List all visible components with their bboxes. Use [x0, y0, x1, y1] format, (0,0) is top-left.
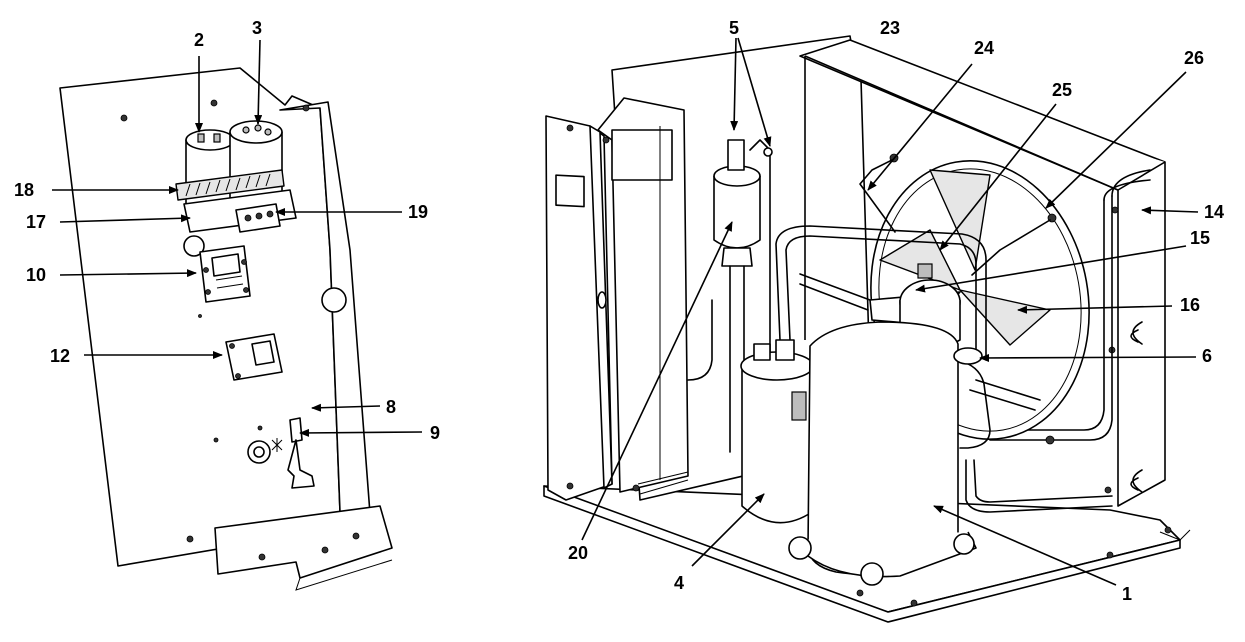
- screw: [1104, 486, 1112, 494]
- knockout-hole: [321, 287, 347, 313]
- callout-10: 10: [26, 265, 46, 285]
- compressor-front: [788, 321, 977, 586]
- callout-4: 4: [674, 573, 684, 593]
- screw: [258, 553, 266, 561]
- screw: [302, 104, 310, 112]
- discharge-line: [957, 359, 991, 449]
- service-valve: [953, 347, 983, 365]
- capacitor-strap: [175, 169, 285, 201]
- callout-2: 2: [194, 30, 204, 50]
- callout-6: 6: [1202, 346, 1212, 366]
- callout-23: 23: [880, 18, 900, 38]
- callout-24: 24: [974, 38, 994, 58]
- callout-9: 9: [430, 423, 440, 443]
- callout-25: 25: [1052, 80, 1072, 100]
- screw: [910, 599, 918, 607]
- pressure-control: [213, 417, 315, 489]
- screw: [566, 482, 574, 490]
- start-relay: [225, 333, 283, 381]
- screw: [632, 484, 640, 492]
- callout-19: 19: [408, 202, 428, 222]
- callout-14: 14: [1204, 202, 1224, 222]
- screw: [856, 589, 864, 597]
- electrical-panel: [59, 67, 393, 591]
- screw: [602, 136, 610, 144]
- screw: [566, 124, 574, 132]
- callout-20: 20: [568, 543, 588, 563]
- contactor: [199, 245, 251, 303]
- screw: [321, 546, 329, 554]
- callout-17: 17: [26, 212, 46, 232]
- callout-12: 12: [50, 346, 70, 366]
- screw: [352, 532, 360, 540]
- screw: [210, 99, 218, 107]
- leader-lines: [52, 37, 1199, 586]
- callout-16: 16: [1180, 295, 1200, 315]
- callout-26: 26: [1184, 48, 1204, 68]
- suction-line: [785, 235, 977, 361]
- callout-15: 15: [1190, 228, 1210, 248]
- condensing-unit: [543, 35, 1191, 623]
- panel-label: [555, 174, 585, 208]
- screw: [1111, 206, 1119, 214]
- callout-3: 3: [252, 18, 262, 38]
- callout-labels: 2 3 18 17 19 10 12 8 9 5 23 24 25 26 14 …: [14, 18, 1224, 604]
- callout-5: 5: [729, 18, 739, 38]
- screw: [1106, 551, 1114, 559]
- screw: [186, 535, 194, 543]
- compressor-back: [740, 339, 814, 524]
- callout-18: 18: [14, 180, 34, 200]
- knockout-hole: [183, 235, 205, 257]
- terminal-block: [235, 203, 281, 233]
- fan-bracket: [971, 219, 1051, 276]
- callout-8: 8: [386, 397, 396, 417]
- screw: [120, 114, 128, 122]
- screw: [1164, 526, 1172, 534]
- fan-bracket: [859, 159, 896, 233]
- callout-1: 1: [1122, 584, 1132, 604]
- partition-label: [611, 129, 673, 181]
